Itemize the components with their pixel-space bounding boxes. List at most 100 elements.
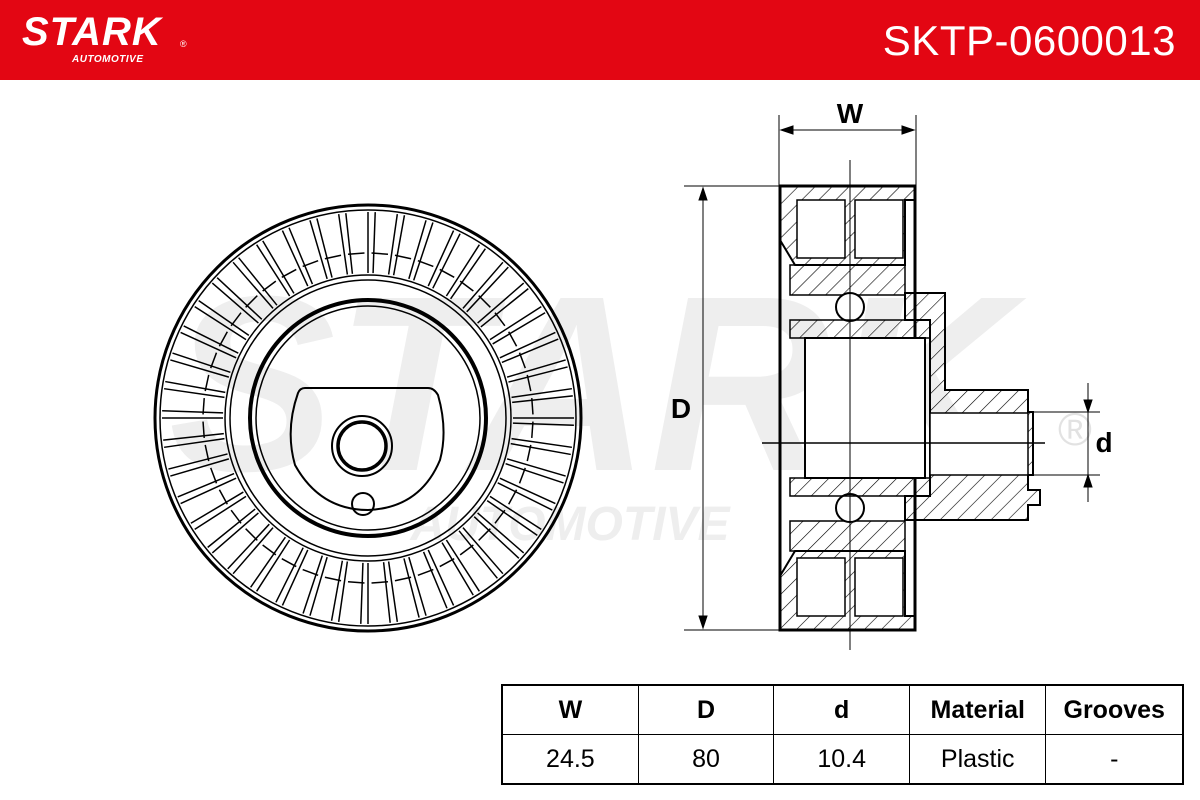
spec-table: W D d Material Grooves 24.5 80 10.4 Plas… bbox=[501, 684, 1184, 785]
rim-rib-line bbox=[392, 215, 406, 276]
rim-rib-line bbox=[480, 288, 529, 328]
rim-rib-cross bbox=[394, 576, 412, 582]
rim-rib-cross bbox=[394, 254, 412, 260]
spec-value-grooves: - bbox=[1045, 734, 1184, 785]
rim-rib-cross bbox=[494, 312, 506, 327]
rim-rib-cross bbox=[324, 254, 342, 260]
rim-rib-line bbox=[250, 536, 287, 588]
rim-rib-line bbox=[458, 530, 498, 579]
center-bore bbox=[336, 420, 388, 472]
rim-rib-line bbox=[489, 495, 542, 531]
rim-rib-line bbox=[211, 282, 259, 324]
rim-rib-cross bbox=[202, 397, 205, 415]
rim-rib-line bbox=[163, 432, 224, 441]
rim-rib-line bbox=[449, 248, 486, 300]
rim-rib-cross bbox=[281, 558, 297, 568]
rim-rib-line bbox=[330, 560, 344, 621]
rim-rib-cross bbox=[459, 544, 474, 556]
rim-pocket bbox=[796, 199, 846, 259]
rim-rib-line bbox=[387, 213, 399, 275]
rim-rib-cross bbox=[371, 581, 389, 584]
part-number: SKTP-0600013 bbox=[882, 17, 1176, 64]
watermark-registered: ® bbox=[1058, 403, 1092, 455]
rim-rib-cross bbox=[494, 509, 506, 524]
dimension-bore-label: d bbox=[1095, 427, 1112, 458]
rim-rib-line bbox=[492, 312, 546, 345]
dimension-w bbox=[778, 115, 917, 186]
rim-rib-cross bbox=[218, 331, 228, 347]
rim-rib-cross bbox=[230, 312, 242, 327]
rim-rib-cross bbox=[439, 558, 455, 568]
rim-rib-cross bbox=[347, 252, 365, 255]
rim-rib-line bbox=[403, 558, 420, 618]
logo-registered-mark: ® bbox=[180, 39, 187, 49]
rim-rib-cross bbox=[531, 421, 534, 439]
rim-rib-line bbox=[168, 453, 228, 470]
rim-rib-line bbox=[170, 458, 230, 477]
rim-rib-cross bbox=[439, 268, 455, 278]
rim-rib-cross bbox=[210, 467, 218, 484]
rim-rib-line bbox=[288, 227, 314, 285]
rim-rib-line bbox=[477, 512, 525, 554]
rim-rib-cross bbox=[478, 295, 491, 308]
rim-rib-cross bbox=[245, 295, 258, 308]
rim-rib-line bbox=[316, 218, 333, 278]
rim-rib-cross bbox=[262, 544, 277, 556]
rim-rib-line bbox=[412, 222, 434, 281]
rim-rib-line bbox=[477, 282, 525, 324]
rim-rib-line bbox=[262, 240, 295, 294]
bearing-race-bottom bbox=[789, 520, 906, 552]
spec-value-d: 80 bbox=[637, 734, 775, 785]
rim-rib-line bbox=[162, 410, 224, 414]
rim-rib-line bbox=[486, 499, 538, 536]
rim-rib-cross bbox=[417, 568, 434, 576]
rim-rib-line bbox=[177, 472, 235, 498]
rim-rib-line bbox=[183, 325, 239, 354]
rim-rib-cross bbox=[302, 568, 319, 576]
rim-rib-line bbox=[512, 422, 574, 426]
rim-rib-line bbox=[180, 477, 237, 505]
rim-rib-line bbox=[501, 338, 559, 364]
rim-rib-line bbox=[165, 380, 226, 394]
header-bar: STARK ® AUTOMOTIVE SKTP-0600013 bbox=[0, 0, 1200, 80]
rim-rib-line bbox=[198, 300, 250, 337]
rim-rib-cross bbox=[508, 489, 518, 505]
dimension-bore bbox=[1033, 383, 1100, 502]
bearing-race-top bbox=[789, 264, 906, 296]
rim-rib-line bbox=[499, 331, 556, 359]
rim-rib-cross bbox=[204, 444, 210, 462]
rim-rib-line bbox=[302, 555, 324, 614]
rim-rib-cross bbox=[518, 467, 526, 484]
inner-rim bbox=[224, 274, 512, 562]
rim-rib-cross bbox=[508, 331, 518, 347]
rim-rib-cross bbox=[302, 260, 319, 268]
rim-rib-cross bbox=[230, 509, 242, 524]
rim-rib-line bbox=[180, 331, 237, 359]
dimension-d-label: D bbox=[671, 393, 691, 424]
rim-pocket bbox=[854, 199, 904, 259]
rim-rib-cross bbox=[459, 280, 474, 292]
rim-rib-line bbox=[345, 213, 354, 274]
rim-rib-line bbox=[387, 561, 399, 623]
rim-rib-line bbox=[190, 491, 244, 524]
logo-subtitle: AUTOMOTIVE bbox=[72, 54, 144, 65]
spec-header-material: Material bbox=[909, 684, 1047, 735]
spec-value-w: 24.5 bbox=[501, 734, 639, 785]
stark-logo: STARK ® AUTOMOTIVE bbox=[22, 10, 187, 65]
logo-text: STARK bbox=[22, 10, 162, 54]
rim-rib-line bbox=[275, 547, 304, 603]
rim-rib-line bbox=[281, 230, 309, 287]
rim-rib-line bbox=[506, 359, 566, 378]
eccentric-plate bbox=[289, 387, 445, 512]
rim-rib-cross bbox=[531, 397, 534, 415]
rim-rib-line bbox=[163, 387, 225, 399]
rim-rib-cross bbox=[210, 352, 218, 369]
outer-rim bbox=[153, 203, 583, 633]
rim-rib-line bbox=[511, 437, 573, 449]
rim-rib-line bbox=[211, 512, 259, 554]
rim-rib-line bbox=[232, 261, 274, 309]
rim-rib-cross bbox=[281, 268, 297, 278]
rim-rib-cross bbox=[245, 528, 258, 541]
rim-rib-line bbox=[445, 244, 481, 297]
rim-rib-line bbox=[216, 277, 263, 320]
